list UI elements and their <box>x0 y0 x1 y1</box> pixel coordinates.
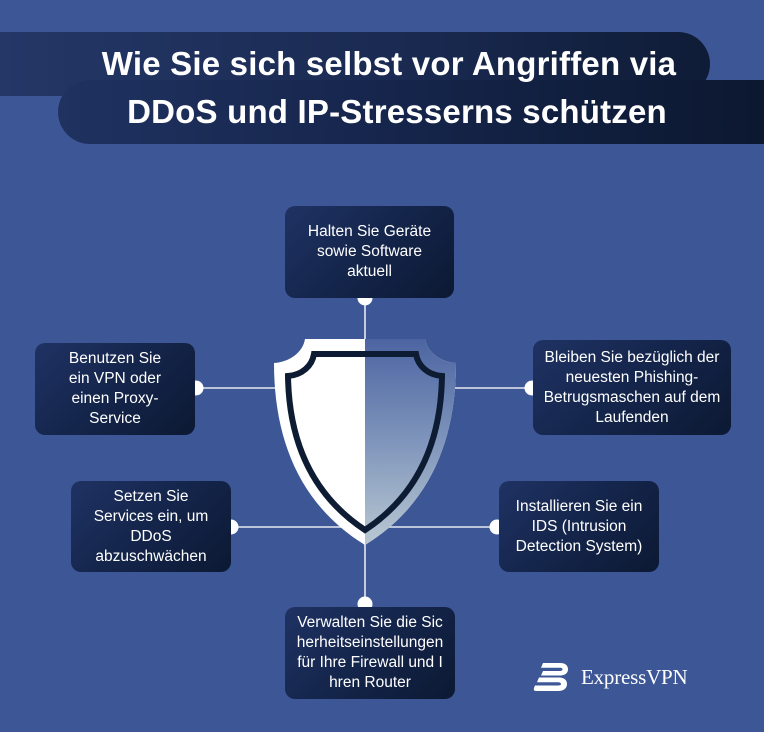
brand-name: ExpressVPN <box>581 664 688 689</box>
tip-text: Setzen Sie Services ein, um DDoS abzusch… <box>93 487 209 565</box>
tip-box-update-devices: Halten Sie Geräte sowie Software aktuell <box>285 206 454 298</box>
tip-box-phishing: Bleiben Sie bezüglich der neuesten Phish… <box>533 340 731 435</box>
title-line-1: Wie Sie sich selbst vor Angriffen via <box>101 45 677 82</box>
tip-text: Halten Sie Geräte sowie Software aktuell <box>307 223 432 280</box>
page-title: Wie Sie sich selbst vor Angriffen via DD… <box>0 40 764 136</box>
brand-logo: ExpressVPN <box>533 662 688 692</box>
tip-text: Bleiben Sie bezüglich der neuesten Phish… <box>543 348 721 426</box>
title-banner-bottom <box>58 80 764 144</box>
expressvpn-logo-icon <box>533 663 568 691</box>
tip-text: Verwalten Sie die Sicherheitseinstellung… <box>296 614 444 691</box>
tip-text: Installieren Sie ein IDS (Intrusion Dete… <box>515 497 643 555</box>
tip-box-ddos-mitigation: Setzen Sie Services ein, um DDoS abzusch… <box>71 481 231 572</box>
shield-icon <box>274 339 456 545</box>
tip-text: Benutzen Sie ein VPN oder einen Proxy-Se… <box>68 350 162 427</box>
title-line-2: DDoS und IP-Stresserns schützen <box>127 93 667 130</box>
tip-box-use-vpn: Benutzen Sie ein VPN oder einen Proxy-Se… <box>35 343 195 435</box>
tip-box-firewall-router: Verwalten Sie die Sicherheitseinstellung… <box>285 607 455 699</box>
tip-box-ids: Installieren Sie ein IDS (Intrusion Dete… <box>499 481 659 572</box>
